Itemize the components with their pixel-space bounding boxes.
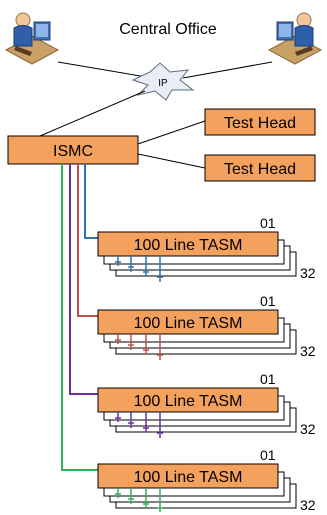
tasm-first-index: 01 xyxy=(260,371,276,387)
workstation-links xyxy=(57,61,273,79)
tasm-label: 100 Line TASM xyxy=(134,315,243,332)
test-head-box xyxy=(204,108,316,136)
ismc-box xyxy=(7,135,139,165)
feed-line-red xyxy=(77,164,98,317)
tasm-group: 100 Line TASM 01 32 xyxy=(97,371,316,438)
tasm-label: 100 Line TASM xyxy=(134,393,243,410)
tasm-first-index: 01 xyxy=(260,215,276,231)
tasm-group: 100 Line TASM 01 32 xyxy=(97,293,316,360)
test-head-label: Test Head xyxy=(224,161,296,178)
test-head-box xyxy=(204,154,316,182)
central-office-title: Central Office xyxy=(119,21,217,38)
ismc-label: ISMC xyxy=(53,143,93,160)
tasm-box xyxy=(97,231,279,257)
tasm-box xyxy=(97,463,279,489)
workstation-user-icon xyxy=(4,12,60,65)
workstation-user-icon xyxy=(267,12,323,65)
tasm-first-index: 01 xyxy=(260,447,276,463)
tasm-first-index: 01 xyxy=(260,293,276,309)
ip-cloud-label: IP xyxy=(158,78,168,89)
feed-line-purple xyxy=(69,164,98,395)
tasm-label: 100 Line TASM xyxy=(134,469,243,486)
test-head-label: Test Head xyxy=(224,115,296,132)
tasm-box xyxy=(97,309,279,335)
tasm-box xyxy=(97,387,279,413)
tasm-group: 100 Line TASM 01 32 xyxy=(97,447,316,513)
tasm-group: 100 Line TASM 01 32 xyxy=(97,215,316,282)
tasm-last-index: 32 xyxy=(300,421,316,437)
feed-lines xyxy=(61,164,98,471)
ip-cloud-icon: IP xyxy=(131,62,195,101)
feed-line-blue xyxy=(84,164,98,239)
tasm-last-index: 32 xyxy=(300,265,316,281)
tasm-label: 100 Line TASM xyxy=(134,237,243,254)
tasm-last-index: 32 xyxy=(300,497,316,513)
feed-line-green xyxy=(61,164,98,471)
tasm-last-index: 32 xyxy=(300,343,316,359)
network-links xyxy=(39,90,206,169)
